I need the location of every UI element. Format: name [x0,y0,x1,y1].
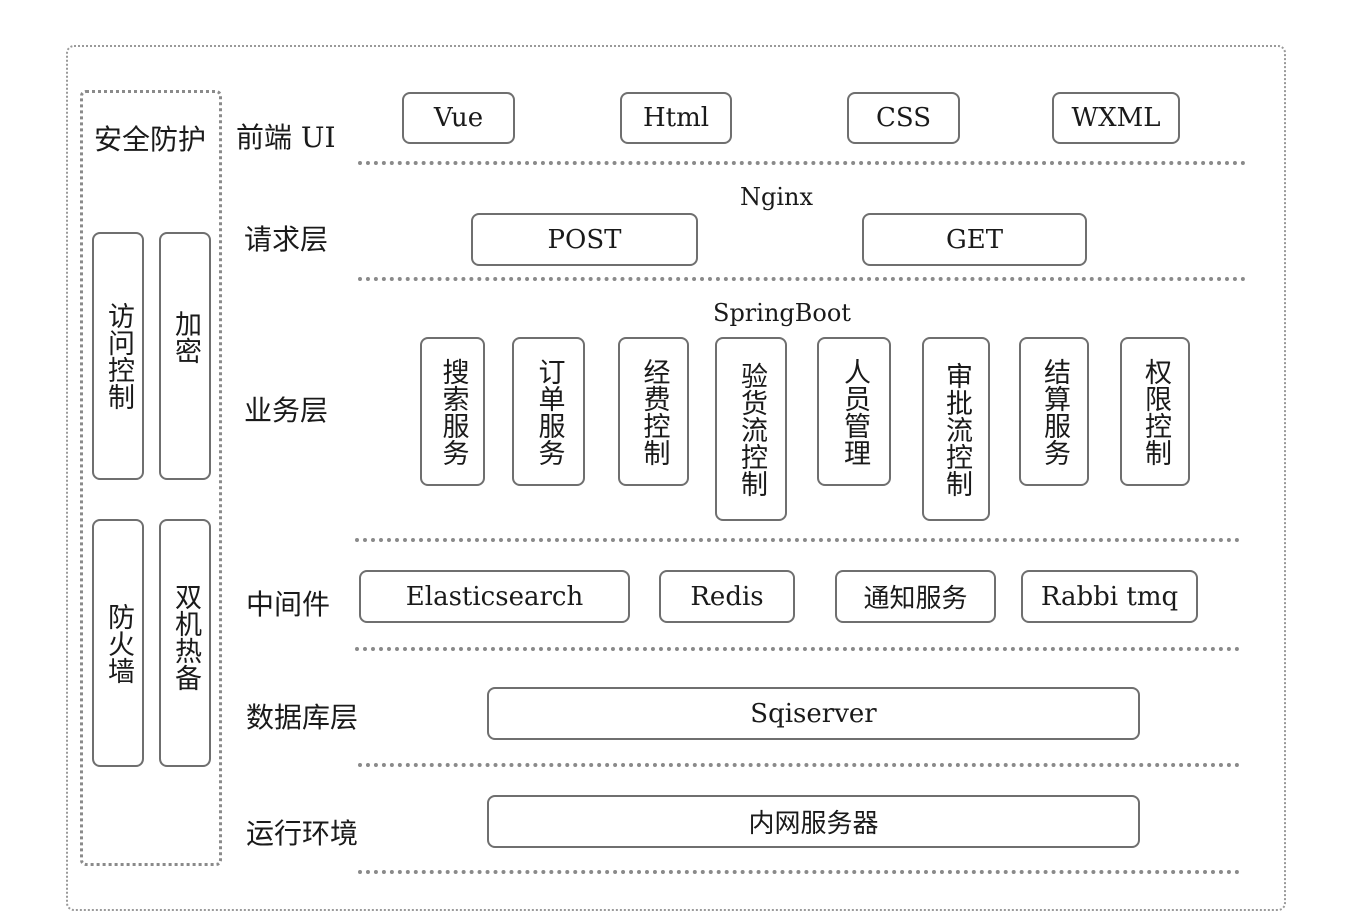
encryption-box: 加密 [159,232,211,480]
css-box: CSS [847,92,960,144]
database-layer-label: 数据库层 [246,701,359,734]
database-separator [358,763,1240,767]
order-service-label: 订单服务 [533,357,565,466]
firewall-box: 防火墙 [92,519,144,767]
inspection-flow-box: 验货流控制 [715,337,787,521]
runtime-layer-label: 运行环境 [246,817,359,850]
firewall-label: 防火墙 [103,602,134,684]
funding-control-box: 经费控制 [618,337,689,486]
request-separator [358,277,1246,281]
personnel-management-label: 人员管理 [839,357,870,466]
approval-flow-box: 审批流控制 [922,337,990,521]
business-separator [355,538,1240,542]
hot-standby-label: 双机热备 [170,583,201,691]
frontend-layer-label: 前端 UI [236,121,336,154]
settlement-service-label: 结算服务 [1039,357,1070,466]
vue-box: Vue [402,92,515,144]
access-control-label: 访问控制 [103,302,134,410]
diagram-frame [66,45,1286,911]
springboot-caption: SpringBoot [713,299,851,327]
get-box: GET [862,213,1087,266]
permission-control-box: 权限控制 [1120,337,1190,486]
search-service-box: 搜索服务 [420,337,485,486]
approval-flow-label: 审批流控制 [941,361,972,497]
access-control-box: 访问控制 [92,232,144,480]
post-box: POST [471,213,698,266]
html-box: Html [620,92,732,144]
funding-control-label: 经费控制 [638,357,670,466]
middleware-layer-label: 中间件 [246,588,331,621]
notification-service-box: 通知服务 [835,570,996,623]
request-layer-label: 请求层 [244,223,329,256]
personnel-management-box: 人员管理 [817,337,891,486]
hot-standby-box: 双机热备 [159,519,211,767]
middleware-separator [355,647,1240,651]
runtime-separator [358,870,1240,874]
business-layer-label: 业务层 [244,394,329,427]
rabbitmq-box: Rabbi tmq [1021,570,1198,623]
intranet-server-box: 内网服务器 [487,795,1140,848]
wxml-box: WXML [1052,92,1180,144]
permission-control-label: 权限控制 [1140,357,1171,466]
encryption-label: 加密 [170,310,201,364]
frontend-separator [358,161,1246,165]
settlement-service-box: 结算服务 [1019,337,1089,486]
elasticsearch-box: Elasticsearch [359,570,630,623]
security-title: 安全防护 [94,123,207,156]
security-panel [80,90,222,866]
sqlserver-box: Sqiserver [487,687,1140,740]
inspection-flow-label: 验货流控制 [736,361,767,497]
nginx-caption: Nginx [740,183,814,211]
redis-box: Redis [659,570,795,623]
order-service-box: 订单服务 [512,337,585,486]
search-service-label: 搜索服务 [437,357,469,466]
